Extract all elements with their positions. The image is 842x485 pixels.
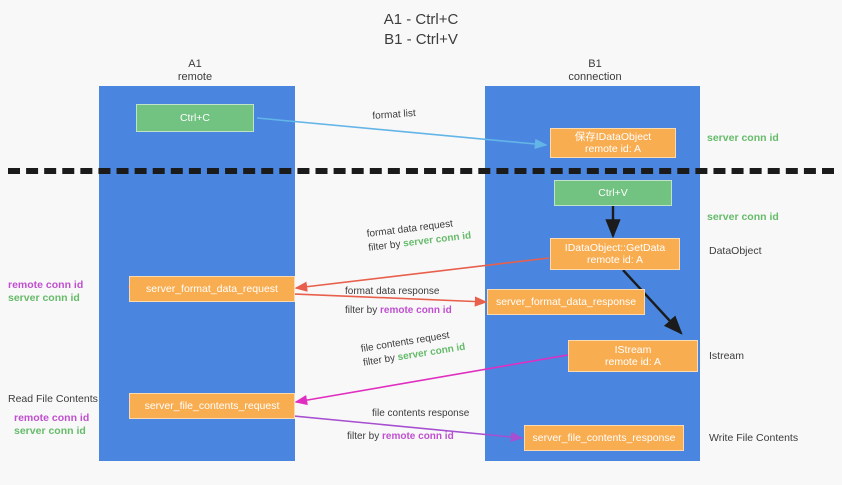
label-right-server-conn-id-1: server conn id bbox=[707, 132, 779, 144]
label-left-server-conn-id-1: server conn id bbox=[8, 292, 80, 304]
edge-fdresp-highlight: remote conn id bbox=[380, 305, 452, 316]
node-server-file-contents-request-label: server_file_contents_request bbox=[144, 400, 280, 412]
column-header-b1: B1 connection bbox=[515, 58, 675, 84]
edge-label-format-list-line1: format list bbox=[372, 107, 417, 122]
column-header-a1-name: A1 bbox=[188, 58, 202, 70]
title-line-1: A1 - Ctrl+C bbox=[383, 11, 459, 28]
node-ctrl-v-label: Ctrl+V bbox=[598, 187, 628, 199]
node-ctrl-c-label: Ctrl+C bbox=[179, 112, 211, 124]
edge-fcresp-prefix: filter by bbox=[347, 431, 383, 442]
edge-fdresp-prefix: filter by bbox=[345, 305, 381, 316]
node-save-idataobject[interactable]: 保存IDataObject remote id: A bbox=[550, 128, 676, 158]
edge-label-file-contents-response-line2: filter by remote conn id bbox=[347, 430, 469, 444]
node-idataobject-getdata[interactable]: IDataObject::GetData remote id: A bbox=[550, 238, 680, 270]
label-left-remote-conn-id-1: remote conn id bbox=[8, 279, 84, 291]
node-idataobject-getdata-line1: IDataObject::GetData bbox=[564, 242, 666, 254]
node-server-file-contents-request[interactable]: server_file_contents_request bbox=[129, 393, 295, 419]
edge-label-file-contents-response-line1: file contents response bbox=[372, 408, 470, 419]
node-server-format-data-response[interactable]: server_format_data_response bbox=[487, 289, 645, 315]
column-header-a1: A1 remote bbox=[115, 58, 275, 84]
node-server-file-contents-response[interactable]: server_file_contents_response bbox=[524, 425, 684, 451]
phase-divider bbox=[8, 168, 834, 174]
node-istream-line2: remote id: A bbox=[604, 356, 662, 368]
edge-label-format-data-request: format data request filter by server con… bbox=[366, 215, 472, 255]
node-server-format-data-request-label: server_format_data_request bbox=[146, 283, 278, 295]
label-right-dataobject: DataObject bbox=[709, 245, 762, 257]
node-save-idataobject-line2: remote id: A bbox=[584, 143, 642, 155]
node-server-format-data-response-label: server_format_data_response bbox=[495, 296, 637, 308]
node-ctrl-c[interactable]: Ctrl+C bbox=[136, 104, 254, 132]
label-right-server-conn-id-2: server conn id bbox=[707, 211, 779, 223]
label-right-write-file-contents: Write File Contents bbox=[709, 432, 799, 444]
edge-label-format-data-response: format data response filter by remote co… bbox=[345, 285, 452, 318]
label-left-read-file-contents: Read File Contents bbox=[8, 393, 98, 405]
node-istream-line1: IStream bbox=[614, 344, 652, 356]
edge-label-format-data-response-line1: format data response bbox=[345, 286, 440, 297]
edge-label-file-contents-response: file contents response filter by remote … bbox=[347, 407, 470, 444]
node-istream[interactable]: IStream remote id: A bbox=[568, 340, 698, 372]
node-server-format-data-request[interactable]: server_format_data_request bbox=[129, 276, 295, 302]
column-header-b1-sub: connection bbox=[568, 71, 622, 83]
edge-fcresp-highlight: remote conn id bbox=[382, 431, 454, 442]
edge-label-format-list: format list bbox=[372, 107, 416, 124]
node-idataobject-getdata-line2: remote id: A bbox=[586, 254, 644, 266]
label-left-remote-conn-id-2: remote conn id bbox=[14, 412, 90, 424]
edge-label-file-contents-request: file contents request filter by server c… bbox=[360, 327, 466, 371]
label-left-server-conn-id-2: server conn id bbox=[14, 425, 86, 437]
edge-fdreq-prefix: filter by bbox=[367, 238, 404, 254]
column-header-b1-name: B1 bbox=[588, 58, 602, 70]
column-header-a1-sub: remote bbox=[177, 71, 213, 83]
diagram-title: A1 - Ctrl+C B1 - Ctrl+V bbox=[0, 10, 842, 50]
node-save-idataobject-line1: 保存IDataObject bbox=[574, 131, 652, 143]
node-ctrl-v[interactable]: Ctrl+V bbox=[554, 180, 672, 206]
title-line-2: B1 - Ctrl+V bbox=[384, 31, 458, 48]
node-server-file-contents-response-label: server_file_contents_response bbox=[532, 432, 676, 444]
edge-label-format-data-response-line2: filter by remote conn id bbox=[345, 304, 452, 318]
label-right-istream: Istream bbox=[709, 350, 745, 362]
